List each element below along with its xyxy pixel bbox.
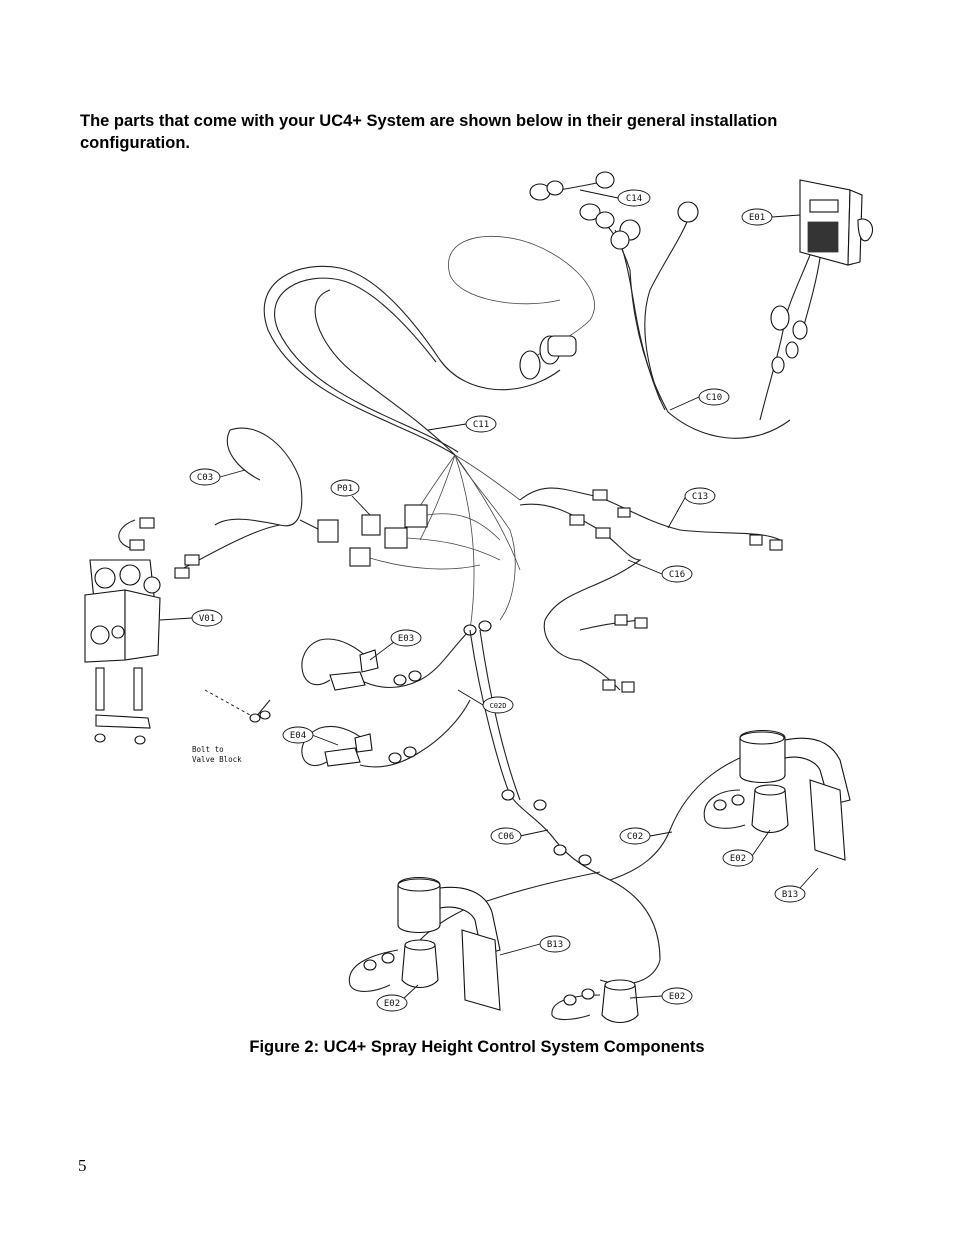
callout-e02-right: E02 [730, 854, 746, 864]
intro-paragraph: The parts that come with your UC4+ Syste… [80, 112, 778, 152]
callout-p01: P01 [337, 484, 353, 494]
c11-connectors [519, 335, 577, 380]
harness-c13-c16 [519, 487, 783, 693]
harness-c02-c06 [419, 629, 761, 985]
callout-labels: C14 E01 C10 C11 C03 P01 C13 [159, 189, 819, 1012]
callout-c14: C14 [626, 194, 642, 204]
callout-c13: C13 [692, 492, 708, 502]
callout-c10: C10 [706, 393, 722, 403]
callout-c02: C02 [627, 832, 643, 842]
callout-c11: C11 [473, 420, 489, 430]
sensor-bottom-middle [551, 979, 639, 1024]
valve-block-v01 [84, 559, 161, 745]
components-diagram: C14 E01 C10 C11 C03 P01 C13 [80, 160, 900, 1030]
callout-c16: C16 [669, 570, 685, 580]
harness-c03 [118, 427, 339, 579]
figure-caption: Figure 2: UC4+ Spray Height Control Syst… [249, 1038, 705, 1056]
note-valve-block: Valve Block [192, 755, 242, 764]
callout-e03: E03 [398, 634, 414, 644]
sensor-assembly-left [348, 876, 501, 1011]
callout-b13-right: B13 [782, 890, 798, 900]
callout-e02-bottom: E02 [669, 992, 685, 1002]
callout-e01: E01 [749, 213, 765, 223]
callout-v01: V01 [199, 614, 215, 624]
plugs-p01 [349, 504, 501, 570]
callout-c02d: C02D [490, 702, 507, 710]
note-bolt-to: Bolt to [192, 745, 224, 754]
callout-c03: C03 [197, 473, 213, 483]
control-box-e01 [759, 179, 873, 421]
callout-e02-left: E02 [384, 999, 400, 1009]
callout-c06: C06 [498, 832, 514, 842]
sensor-assembly-right [703, 730, 851, 861]
harness-c14 [529, 171, 791, 439]
callout-b13-left: B13 [547, 940, 563, 950]
page-number: 5 [78, 1156, 87, 1175]
sensors-e03-e04 [204, 620, 492, 768]
harness-c11 [263, 235, 595, 631]
callout-e04: E04 [290, 731, 306, 741]
